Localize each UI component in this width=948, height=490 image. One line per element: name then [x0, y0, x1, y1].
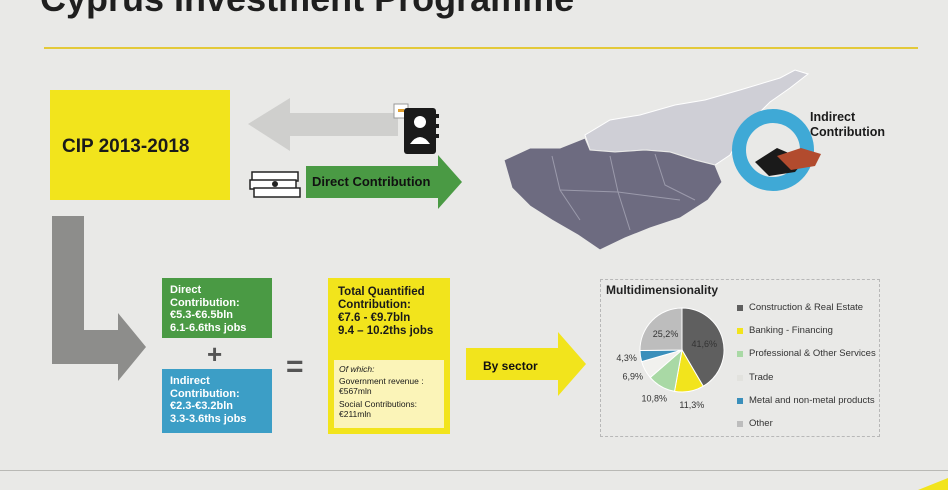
corner-accent	[918, 478, 948, 490]
legend-item: Construction & Real Estate	[737, 302, 876, 325]
pie-data-label: 25,2%	[653, 329, 679, 339]
by-sector-arrow	[466, 332, 586, 396]
total-breakdown: Of which: Government revenue : €567mln S…	[334, 360, 444, 428]
equals-sign: =	[286, 350, 304, 383]
pie-slice	[681, 307, 725, 387]
direct-contribution-box: Direct Contribution: €5.3-€6.5bln 6.1-6.…	[162, 278, 272, 338]
cip-label: CIP 2013-2018	[62, 136, 190, 157]
legend-swatch	[737, 351, 743, 358]
pie-data-label: 4,3%	[616, 353, 637, 363]
legend-label: Trade	[749, 371, 774, 383]
map-south-region	[503, 137, 723, 251]
bottom-divider	[0, 470, 948, 471]
page-title: Cyprus Investment Programme	[40, 0, 574, 20]
legend-item: Trade	[737, 372, 876, 395]
legend-item: Banking - Financing	[737, 325, 876, 348]
legend-item: Other	[737, 418, 876, 441]
pie-data-label: 6,9%	[623, 372, 644, 382]
cyprus-map	[503, 69, 810, 251]
indirect-contribution-box: Indirect Contribution: €2.3-€3.2bln 3.3-…	[162, 369, 272, 433]
direct-contribution-label: Direct Contribution	[312, 174, 431, 189]
chart-title: Multidimensionality	[606, 283, 719, 297]
legend-swatch	[737, 374, 743, 381]
pie-slice	[639, 307, 683, 351]
direct-contribution-arrow	[306, 155, 462, 209]
return-arrow	[248, 98, 398, 151]
legend-label: Metal and non-metal products	[749, 394, 875, 406]
legend-item: Metal and non-metal products	[737, 395, 876, 418]
legend-label: Professional & Other Services	[749, 348, 876, 360]
total-contribution-box: Total Quantified Contribution: €7.6 - €9…	[328, 278, 450, 434]
investor-profile-icon	[393, 103, 439, 154]
legend-swatch	[737, 328, 743, 335]
legend-label: Construction & Real Estate	[749, 302, 864, 313]
money-icon	[249, 171, 301, 198]
legend-label: Other	[749, 417, 773, 429]
multidimensionality-panel	[600, 279, 880, 437]
pie-data-label: 41,6%	[692, 339, 718, 349]
indirect-cycle-icon	[732, 109, 821, 191]
title-divider	[44, 47, 918, 49]
legend-swatch	[737, 305, 743, 311]
legend-swatch	[737, 420, 743, 427]
sector-pie-chart: 41,6% 11,3% 10,8% 6,9% 4,3% 25,2%	[616, 307, 725, 410]
legend-swatch	[737, 397, 743, 404]
legend-label: Banking - Financing	[749, 325, 833, 337]
indirect-contribution-label: Indirect Contribution	[810, 110, 885, 139]
by-sector-label: By sector	[483, 359, 538, 373]
legend-item: Professional & Other Services	[737, 348, 876, 371]
plus-sign: +	[207, 339, 223, 369]
pie-data-label: 10,8%	[642, 394, 668, 404]
pie-data-label: 11,3%	[679, 400, 704, 410]
l-shaped-arrow	[52, 216, 146, 381]
cip-box: CIP 2013-2018	[50, 90, 230, 200]
total-heading: Total Quantified Contribution: €7.6 - €9…	[338, 286, 434, 337]
